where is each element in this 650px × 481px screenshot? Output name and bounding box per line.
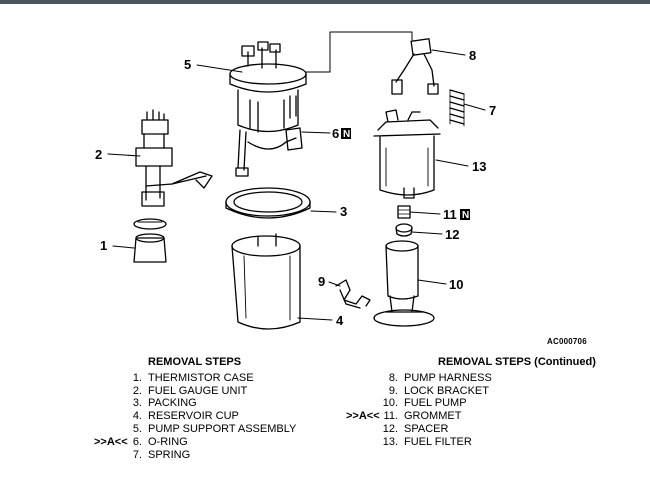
callout-9: 9 xyxy=(318,274,325,289)
step-row: 10.FUEL PUMP xyxy=(382,397,467,410)
callout-10: 10 xyxy=(449,277,463,292)
fuel-filter-part xyxy=(373,109,441,199)
callout-4: 4 xyxy=(336,313,344,328)
spring-part xyxy=(449,89,465,127)
fuel-pump-part xyxy=(373,240,435,327)
n-badge-11 xyxy=(460,209,470,220)
removal-steps-continued-heading: REMOVAL STEPS (Continued) xyxy=(438,356,596,368)
spacer-part xyxy=(395,223,413,237)
step-row: 3.PACKING xyxy=(132,397,197,410)
step-row: 8.PUMP HARNESS xyxy=(388,371,492,384)
thermistor-case-part xyxy=(133,218,167,263)
callout-13: 13 xyxy=(472,159,486,174)
removal-steps-left: REMOVAL STEPS 1.THERMISTOR CASE 2.FUEL G… xyxy=(94,356,296,461)
step-row: >>A<<6.O-RING xyxy=(94,435,188,448)
leader-lines xyxy=(107,49,486,321)
packing-ring-part xyxy=(225,187,311,219)
lock-bracket-part xyxy=(335,279,371,309)
step-text: LOCK BRACKET xyxy=(404,384,489,397)
grommet-part xyxy=(397,205,411,219)
step-text: FUEL GAUGE UNIT xyxy=(148,384,248,397)
step-text: PUMP HARNESS xyxy=(404,371,492,384)
callout-3: 3 xyxy=(340,204,347,219)
step-row: 13.FUEL FILTER xyxy=(382,435,472,448)
step-text: THERMISTOR CASE xyxy=(148,371,254,384)
step-row: >>A<<11.GROMMET xyxy=(346,410,462,423)
step-row: 4.RESERVOIR CUP xyxy=(132,410,239,423)
step-text: GROMMET xyxy=(404,410,462,423)
callout-11: 11 xyxy=(443,207,457,222)
callout-6: 6 xyxy=(332,126,339,141)
n-badge-11-label: N xyxy=(462,210,469,221)
callout-1: 1 xyxy=(100,238,107,253)
step-text: PUMP SUPPORT ASSEMBLY xyxy=(148,422,297,435)
callout-7: 7 xyxy=(489,103,496,118)
step-text: RESERVOIR CUP xyxy=(148,410,239,423)
pump-harness-leader-path xyxy=(305,31,413,73)
callout-2: 2 xyxy=(95,147,102,162)
removal-steps-right: REMOVAL STEPS (Continued) 8.PUMP HARNESS… xyxy=(346,356,596,449)
step-row: 1.THERMISTOR CASE xyxy=(132,371,254,384)
callout-12: 12 xyxy=(445,227,459,242)
step-row: 5.PUMP SUPPORT ASSEMBLY xyxy=(132,422,297,435)
pump-support-assembly-part xyxy=(229,41,307,177)
top-border-bar xyxy=(0,0,650,4)
callout-8: 8 xyxy=(469,48,476,63)
step-text: FUEL PUMP xyxy=(404,397,467,410)
step-text: O-RING xyxy=(148,435,188,448)
step-text: FUEL FILTER xyxy=(404,435,472,448)
step-text: SPRING xyxy=(148,448,191,461)
n-badge-6 xyxy=(341,128,351,139)
step-text: SPACER xyxy=(404,422,449,435)
callout-5: 5 xyxy=(184,57,191,72)
removal-steps-heading: REMOVAL STEPS xyxy=(148,356,242,368)
figure-id: AC000706 xyxy=(547,337,587,346)
fuel-gauge-unit-part xyxy=(135,109,213,207)
pump-harness-part xyxy=(391,38,439,95)
n-badge-6-label: N xyxy=(343,129,350,140)
reservoir-cup-part xyxy=(231,233,301,330)
exploded-view-diagram: 5 2 1 3 4 6 N 8 7 13 11 N 12 10 9 xyxy=(95,31,496,330)
step-row: 7.SPRING xyxy=(132,448,191,461)
step-row: 12.SPACER xyxy=(382,422,449,435)
step-text: PACKING xyxy=(148,397,197,410)
step-row: 2.FUEL GAUGE UNIT xyxy=(132,384,248,397)
step-row: 9.LOCK BRACKET xyxy=(388,384,489,397)
